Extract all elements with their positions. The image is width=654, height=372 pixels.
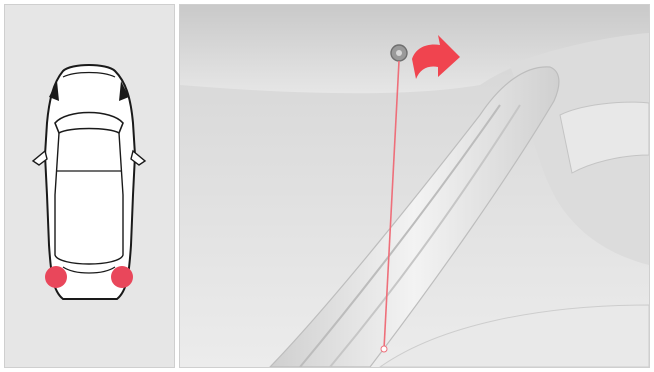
vehicle-overview-panel: [4, 4, 175, 368]
highlight-point-left: [45, 266, 67, 288]
anchor-bolt-center: [396, 50, 402, 56]
highlight-point-right: [111, 266, 133, 288]
detail-view-panel: [179, 4, 650, 368]
seat-belt-anchor-detail: [180, 5, 649, 367]
leader-line-end: [381, 346, 387, 352]
vehicle-top-view: [5, 5, 174, 367]
